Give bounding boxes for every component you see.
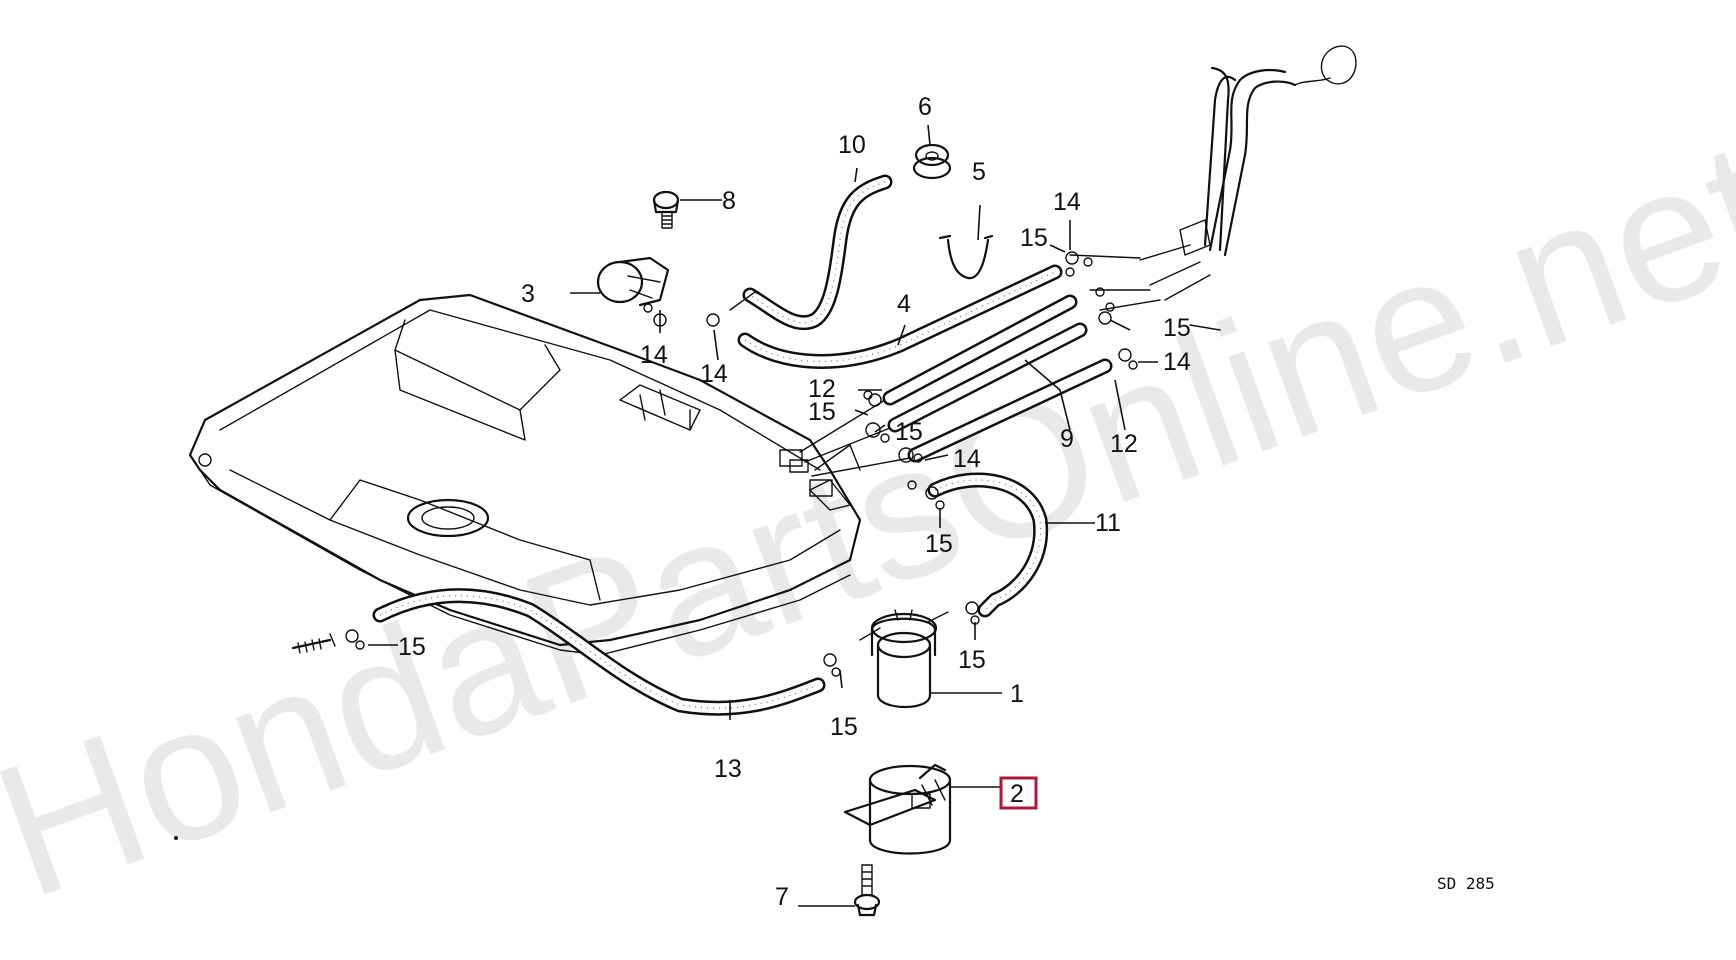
callout-2[interactable]: 2 bbox=[1010, 780, 1024, 808]
watermark-text: HondaPartsOnline.net bbox=[0, 100, 1736, 939]
callout-13[interactable]: 13 bbox=[714, 755, 742, 783]
callout-labels: 1 2 3 4 5 6 7 8 9 10 11 12 12 13 14 14 1… bbox=[398, 93, 1191, 911]
leader-lines bbox=[368, 124, 1158, 907]
callout-7[interactable]: 7 bbox=[775, 883, 789, 911]
callout-4[interactable]: 4 bbox=[897, 290, 911, 318]
part-11-hose[interactable] bbox=[927, 472, 1049, 618]
part-6-grommet[interactable] bbox=[912, 143, 952, 180]
part-13-hose[interactable] bbox=[372, 588, 826, 716]
callout-15-a[interactable]: 15 bbox=[1020, 224, 1048, 252]
callout-15-e[interactable]: 15 bbox=[925, 530, 953, 558]
callout-2-highlight-box[interactable] bbox=[999, 776, 1038, 810]
part-1-fuel-filter[interactable] bbox=[859, 609, 949, 709]
callout-15-c[interactable]: 15 bbox=[808, 398, 836, 426]
callout-14-c[interactable]: 14 bbox=[1053, 188, 1081, 216]
callout-11[interactable]: 11 bbox=[1095, 509, 1121, 537]
part-12-pipe-upper[interactable] bbox=[882, 294, 1078, 406]
callout-9[interactable]: 9 bbox=[1060, 425, 1074, 453]
part-3-valve[interactable] bbox=[596, 256, 670, 313]
callout-15-d[interactable]: 15 bbox=[895, 418, 923, 446]
part-9-pipe[interactable] bbox=[907, 358, 1113, 463]
part-8-bolt[interactable] bbox=[652, 190, 680, 229]
filler-neck-pipes[interactable] bbox=[1069, 45, 1357, 331]
part-4-pipe[interactable] bbox=[737, 264, 1063, 369]
part-10-hose[interactable] bbox=[742, 174, 893, 331]
part-pipe-middle[interactable] bbox=[887, 322, 1088, 433]
callout-15-g[interactable]: 15 bbox=[958, 646, 986, 674]
callout-3[interactable]: 3 bbox=[521, 280, 535, 308]
callout-15-h[interactable]: 15 bbox=[830, 713, 858, 741]
callout-15-b[interactable]: 15 bbox=[1163, 314, 1191, 342]
callout-10[interactable]: 10 bbox=[838, 131, 866, 159]
callout-1[interactable]: 1 bbox=[1010, 680, 1024, 708]
callout-14-d[interactable]: 14 bbox=[1163, 348, 1191, 376]
part-7-bolt[interactable] bbox=[853, 864, 881, 917]
callout-15-f[interactable]: 15 bbox=[398, 633, 426, 661]
diagram-code: SD 285 bbox=[1437, 874, 1495, 893]
callout-5[interactable]: 5 bbox=[972, 158, 986, 186]
callout-12-right[interactable]: 12 bbox=[1110, 430, 1138, 458]
part-2-fuel-pump[interactable] bbox=[843, 763, 952, 855]
side-bolt[interactable] bbox=[291, 633, 336, 654]
callout-12-left[interactable]: 12 bbox=[808, 375, 836, 403]
callout-8[interactable]: 8 bbox=[722, 187, 736, 215]
callout-14-e[interactable]: 14 bbox=[953, 445, 981, 473]
part-5-bracket[interactable] bbox=[938, 234, 994, 280]
callout-14-b[interactable]: 14 bbox=[700, 360, 728, 388]
callout-14-a[interactable]: 14 bbox=[640, 341, 668, 369]
stray-dot bbox=[174, 836, 178, 840]
fuel-tank[interactable] bbox=[188, 293, 862, 656]
callout-6[interactable]: 6 bbox=[918, 93, 932, 121]
connector-lines bbox=[729, 291, 911, 477]
